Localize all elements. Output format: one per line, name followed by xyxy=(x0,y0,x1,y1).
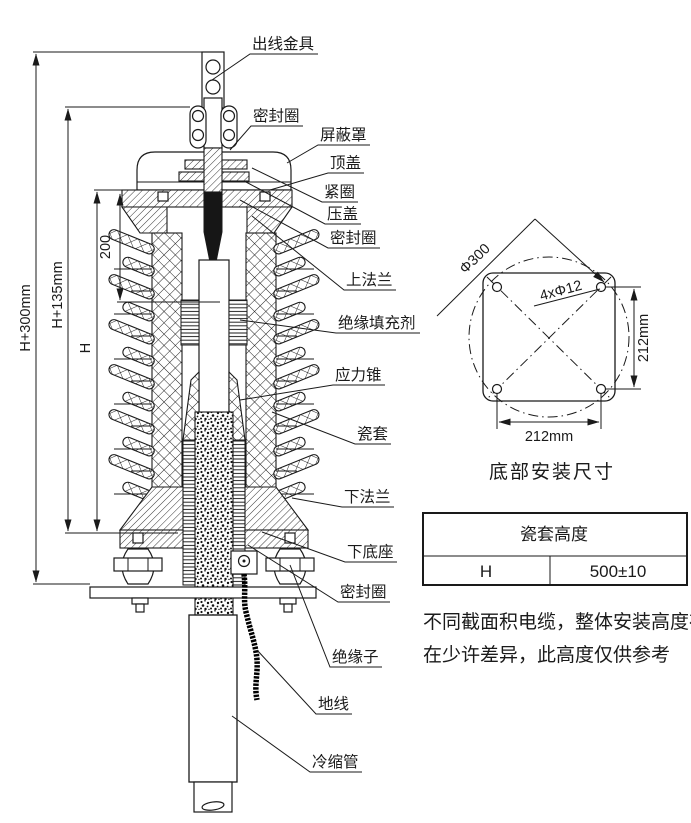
anchor-bolt-left xyxy=(131,597,149,613)
bolt-hole xyxy=(491,383,503,395)
ground-wire-box xyxy=(230,550,258,575)
svg-text:4xΦ12: 4xΦ12 xyxy=(538,278,584,305)
part-label-ground-wire: 地线 xyxy=(256,649,352,715)
flange-slot xyxy=(132,532,144,544)
flange-slot xyxy=(284,532,296,544)
svg-text:绝缘填充剂: 绝缘填充剂 xyxy=(338,314,416,332)
mounting-diagram: Φ300 4xΦ12 212mm 212mm 底部安装尺寸 xyxy=(436,218,652,483)
side-insulator-left xyxy=(113,548,163,585)
flange-bolt-hole xyxy=(157,191,169,202)
part-label-gland: 压盖 xyxy=(245,181,361,225)
bolt-hole xyxy=(595,383,607,395)
diagram-caption: 底部安装尺寸 xyxy=(489,461,615,483)
bolt-holes-callout: 4xΦ12 xyxy=(533,278,601,307)
svg-text:密封圈: 密封圈 xyxy=(340,583,387,601)
table-cell-parameter: H xyxy=(480,562,492,581)
mounting-square xyxy=(482,272,616,402)
svg-text:212mm: 212mm xyxy=(525,429,573,445)
inner-conductor xyxy=(198,191,230,416)
part-label-top-cover: 顶盖 xyxy=(269,154,364,191)
svg-text:冷缩管: 冷缩管 xyxy=(312,753,359,771)
dim-overall-height: H+300mm xyxy=(18,284,34,351)
svg-text:下底座: 下底座 xyxy=(347,543,394,561)
terminal-lug xyxy=(201,51,225,109)
bolt-hole xyxy=(595,281,607,293)
svg-text:Φ300: Φ300 xyxy=(457,241,494,277)
part-label-porcelain-sleeve: 瓷套 xyxy=(271,411,391,445)
table-cell-value: 500±10 xyxy=(590,562,647,581)
cable-core xyxy=(194,411,234,616)
porcelain-body xyxy=(151,232,277,524)
lower-flange xyxy=(118,486,310,549)
part-label-upper-flange: 上法兰 xyxy=(251,215,396,291)
part-label-insulation-filler: 绝缘填充剂 xyxy=(239,314,420,334)
svg-text:密封圈: 密封圈 xyxy=(253,107,300,125)
ground-wire xyxy=(241,573,260,701)
seal-clamp xyxy=(189,97,238,149)
svg-text:屏蔽罩: 屏蔽罩 xyxy=(320,126,367,144)
flange-bolt-hole xyxy=(259,191,271,202)
side-insulator-right xyxy=(265,548,315,585)
svg-text:212mm: 212mm xyxy=(636,314,652,362)
svg-text:瓷套: 瓷套 xyxy=(357,425,388,443)
cable-screen-strips xyxy=(182,439,246,586)
stem xyxy=(203,147,223,193)
svg-text:应力锥: 应力锥 xyxy=(335,365,382,384)
table-header: 瓷套高度 xyxy=(520,525,588,544)
dim-upper-height: H+135mm xyxy=(50,261,66,328)
dia-300-callout: Φ300 xyxy=(436,218,605,317)
svg-text:地线: 地线 xyxy=(318,695,349,713)
part-label-seal-ring-2: 密封圈 xyxy=(239,199,380,249)
svg-text:下法兰: 下法兰 xyxy=(344,488,391,506)
note-line-2: 在少许差异，此高度仅供参考 xyxy=(423,644,670,666)
part-label-shield-cover: 屏蔽罩 xyxy=(286,126,370,164)
assembly-section-view xyxy=(89,51,320,813)
dim-212-horizontal: 212mm xyxy=(496,393,602,445)
anchor-bolt-right xyxy=(279,597,297,613)
part-label-stress-cone: 应力锥 xyxy=(239,365,385,401)
lug-hole xyxy=(205,79,221,95)
svg-text:密封圈: 密封圈 xyxy=(330,229,377,247)
dim-212-vertical: 212mm xyxy=(606,286,652,390)
part-label-seal-ring-3: 密封圈 xyxy=(247,544,390,603)
mounting-plate xyxy=(89,586,317,599)
svg-text:紧圈: 紧圈 xyxy=(324,183,355,201)
part-label-lower-base: 下底座 xyxy=(261,531,397,563)
part-label-tight-ring: 紧圈 xyxy=(251,167,358,203)
lug-hole xyxy=(205,59,221,75)
part-label-outlet-fitting: 出线金具 xyxy=(211,35,318,81)
part-label-seal-ring-1: 密封圈 xyxy=(229,107,303,151)
dim-top-section: 200 xyxy=(98,235,114,259)
svg-text:上法兰: 上法兰 xyxy=(346,271,393,289)
svg-text:顶盖: 顶盖 xyxy=(330,154,361,172)
part-label-insulator: 绝缘子 xyxy=(289,564,382,668)
svg-text:压盖: 压盖 xyxy=(327,205,358,223)
svg-text:出线金具: 出线金具 xyxy=(252,35,314,53)
mounting-circle xyxy=(468,256,630,418)
note-line-1: 不同截面积电缆，整体安装高度存 xyxy=(423,611,691,633)
dim-sleeve-height: H xyxy=(78,343,94,353)
part-labels: 出线金具 密封圈 屏蔽罩 顶盖 紧圈 压盖 密封圈 上法兰 xyxy=(211,35,420,773)
part-label-cold-shrink-tube: 冷缩管 xyxy=(231,715,362,773)
insulation-filler xyxy=(180,299,248,346)
shield-cover xyxy=(136,147,292,193)
cold-shrink-tube xyxy=(188,614,238,813)
sheds-right xyxy=(273,229,320,517)
spec-table: 瓷套高度 H 500±10 xyxy=(422,512,688,586)
svg-text:绝缘子: 绝缘子 xyxy=(332,648,379,666)
dimension-lines: H+300mm H+135mm H 200 xyxy=(18,51,220,585)
reference-note: 不同截面积电缆，整体安装高度存 在少许差异，此高度仅供参考 xyxy=(423,611,691,666)
bolt-hole xyxy=(491,281,503,293)
part-label-lower-flange: 下法兰 xyxy=(291,488,394,508)
sheds-left xyxy=(108,229,155,517)
